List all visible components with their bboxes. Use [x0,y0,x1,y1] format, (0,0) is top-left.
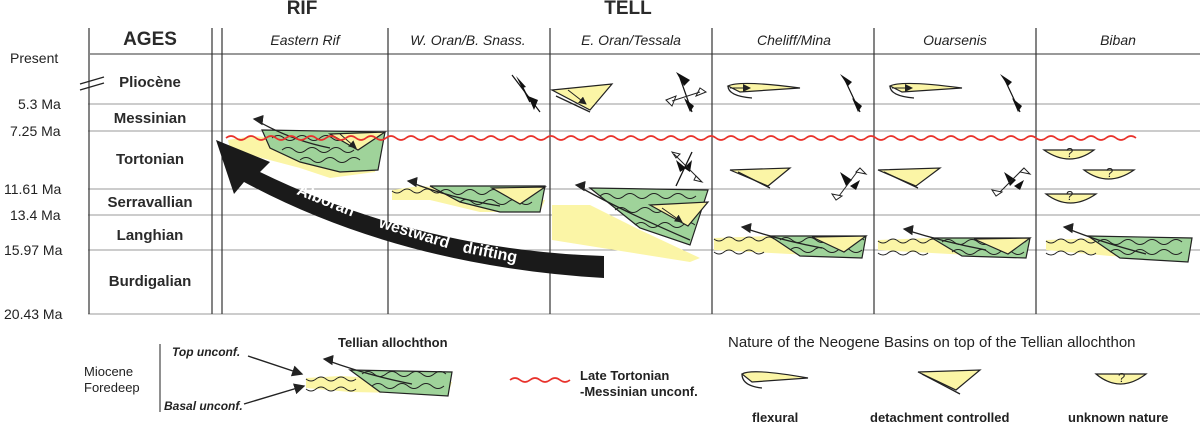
column-ouarsenis: Ouarsenis [923,32,987,48]
ages-header: AGES [123,29,177,50]
age-7-25: 7.25 Ma [10,123,61,139]
biban-question-2: ? [1106,165,1113,180]
stage-messinian: Messinian [114,110,187,127]
stage-serravallian: Serravallian [107,194,192,211]
age-13-4: 13.4 Ma [10,207,61,223]
legend-top-unconf: Top unconf. [172,345,240,359]
column-eastern-rif: Eastern Rif [270,32,341,48]
age-5-3: 5.3 Ma [18,96,61,112]
legend-flexural: flexural [752,410,798,425]
legend-detachment: detachment controlled [870,410,1009,425]
legend-detachment-symbol [917,369,982,395]
legend-unconformity-sample [509,377,571,383]
age-present: Present [10,50,58,66]
column-w-oran: W. Oran/B. Snass. [410,32,525,48]
legend-unknown-question: ? [1118,370,1125,385]
legend-basal-unconf: Basal unconf. [164,399,243,413]
legend-allochthon-sample [305,354,453,397]
legend-late-tortonian: Late Tortonian [580,368,669,383]
biban-question-1: ? [1066,145,1073,160]
legend-foredeep: Foredeep [84,380,140,395]
stage-pliocene: Pliocène [119,74,181,91]
legend-unknown-symbol [1094,373,1148,385]
stage-tortonian: Tortonian [116,151,184,168]
column-dividers [88,28,1037,314]
biban-question-3: ? [1066,188,1073,203]
legend-unknown: unknown nature [1068,410,1168,425]
cheliff-sequence [713,74,868,259]
w-oran-sequence [391,74,548,213]
legend-miocene: Miocene [84,364,133,379]
column-biban: Biban [1100,32,1136,48]
legend-flexural-symbol [740,371,809,389]
legend-basal-arrow [243,383,306,405]
tell-header: TELL [604,0,652,19]
e-oran-sequence [549,72,710,262]
legend-tellian-allochthon: Tellian allochthon [338,335,448,350]
stage-burdigalian: Burdigalian [109,273,192,290]
stage-langhian: Langhian [117,227,184,244]
ouarsenis-sequence [877,74,1032,259]
rif-header: RIF [287,0,318,19]
column-e-oran: E. Oran/Tessala [581,32,681,48]
legend-top-arrow [247,355,304,377]
legend-nature-title: Nature of the Neogene Basins on top of t… [728,334,1136,351]
column-cheliff: Cheliff/Mina [757,32,831,48]
late-tortonian-unconformity [225,135,1137,141]
eastern-rif-sequence [228,114,388,178]
age-15-97: 15.97 Ma [4,242,63,258]
time-break-symbol [79,76,105,91]
biban-sequence: ? ? ? [1042,145,1193,263]
age-11-61: 11.61 Ma [4,181,62,197]
legend-messinian-unconf: -Messinian unconf. [580,384,698,399]
age-20-43: 20.43 Ma [4,306,63,322]
alboran-drift-arrow [216,140,604,278]
